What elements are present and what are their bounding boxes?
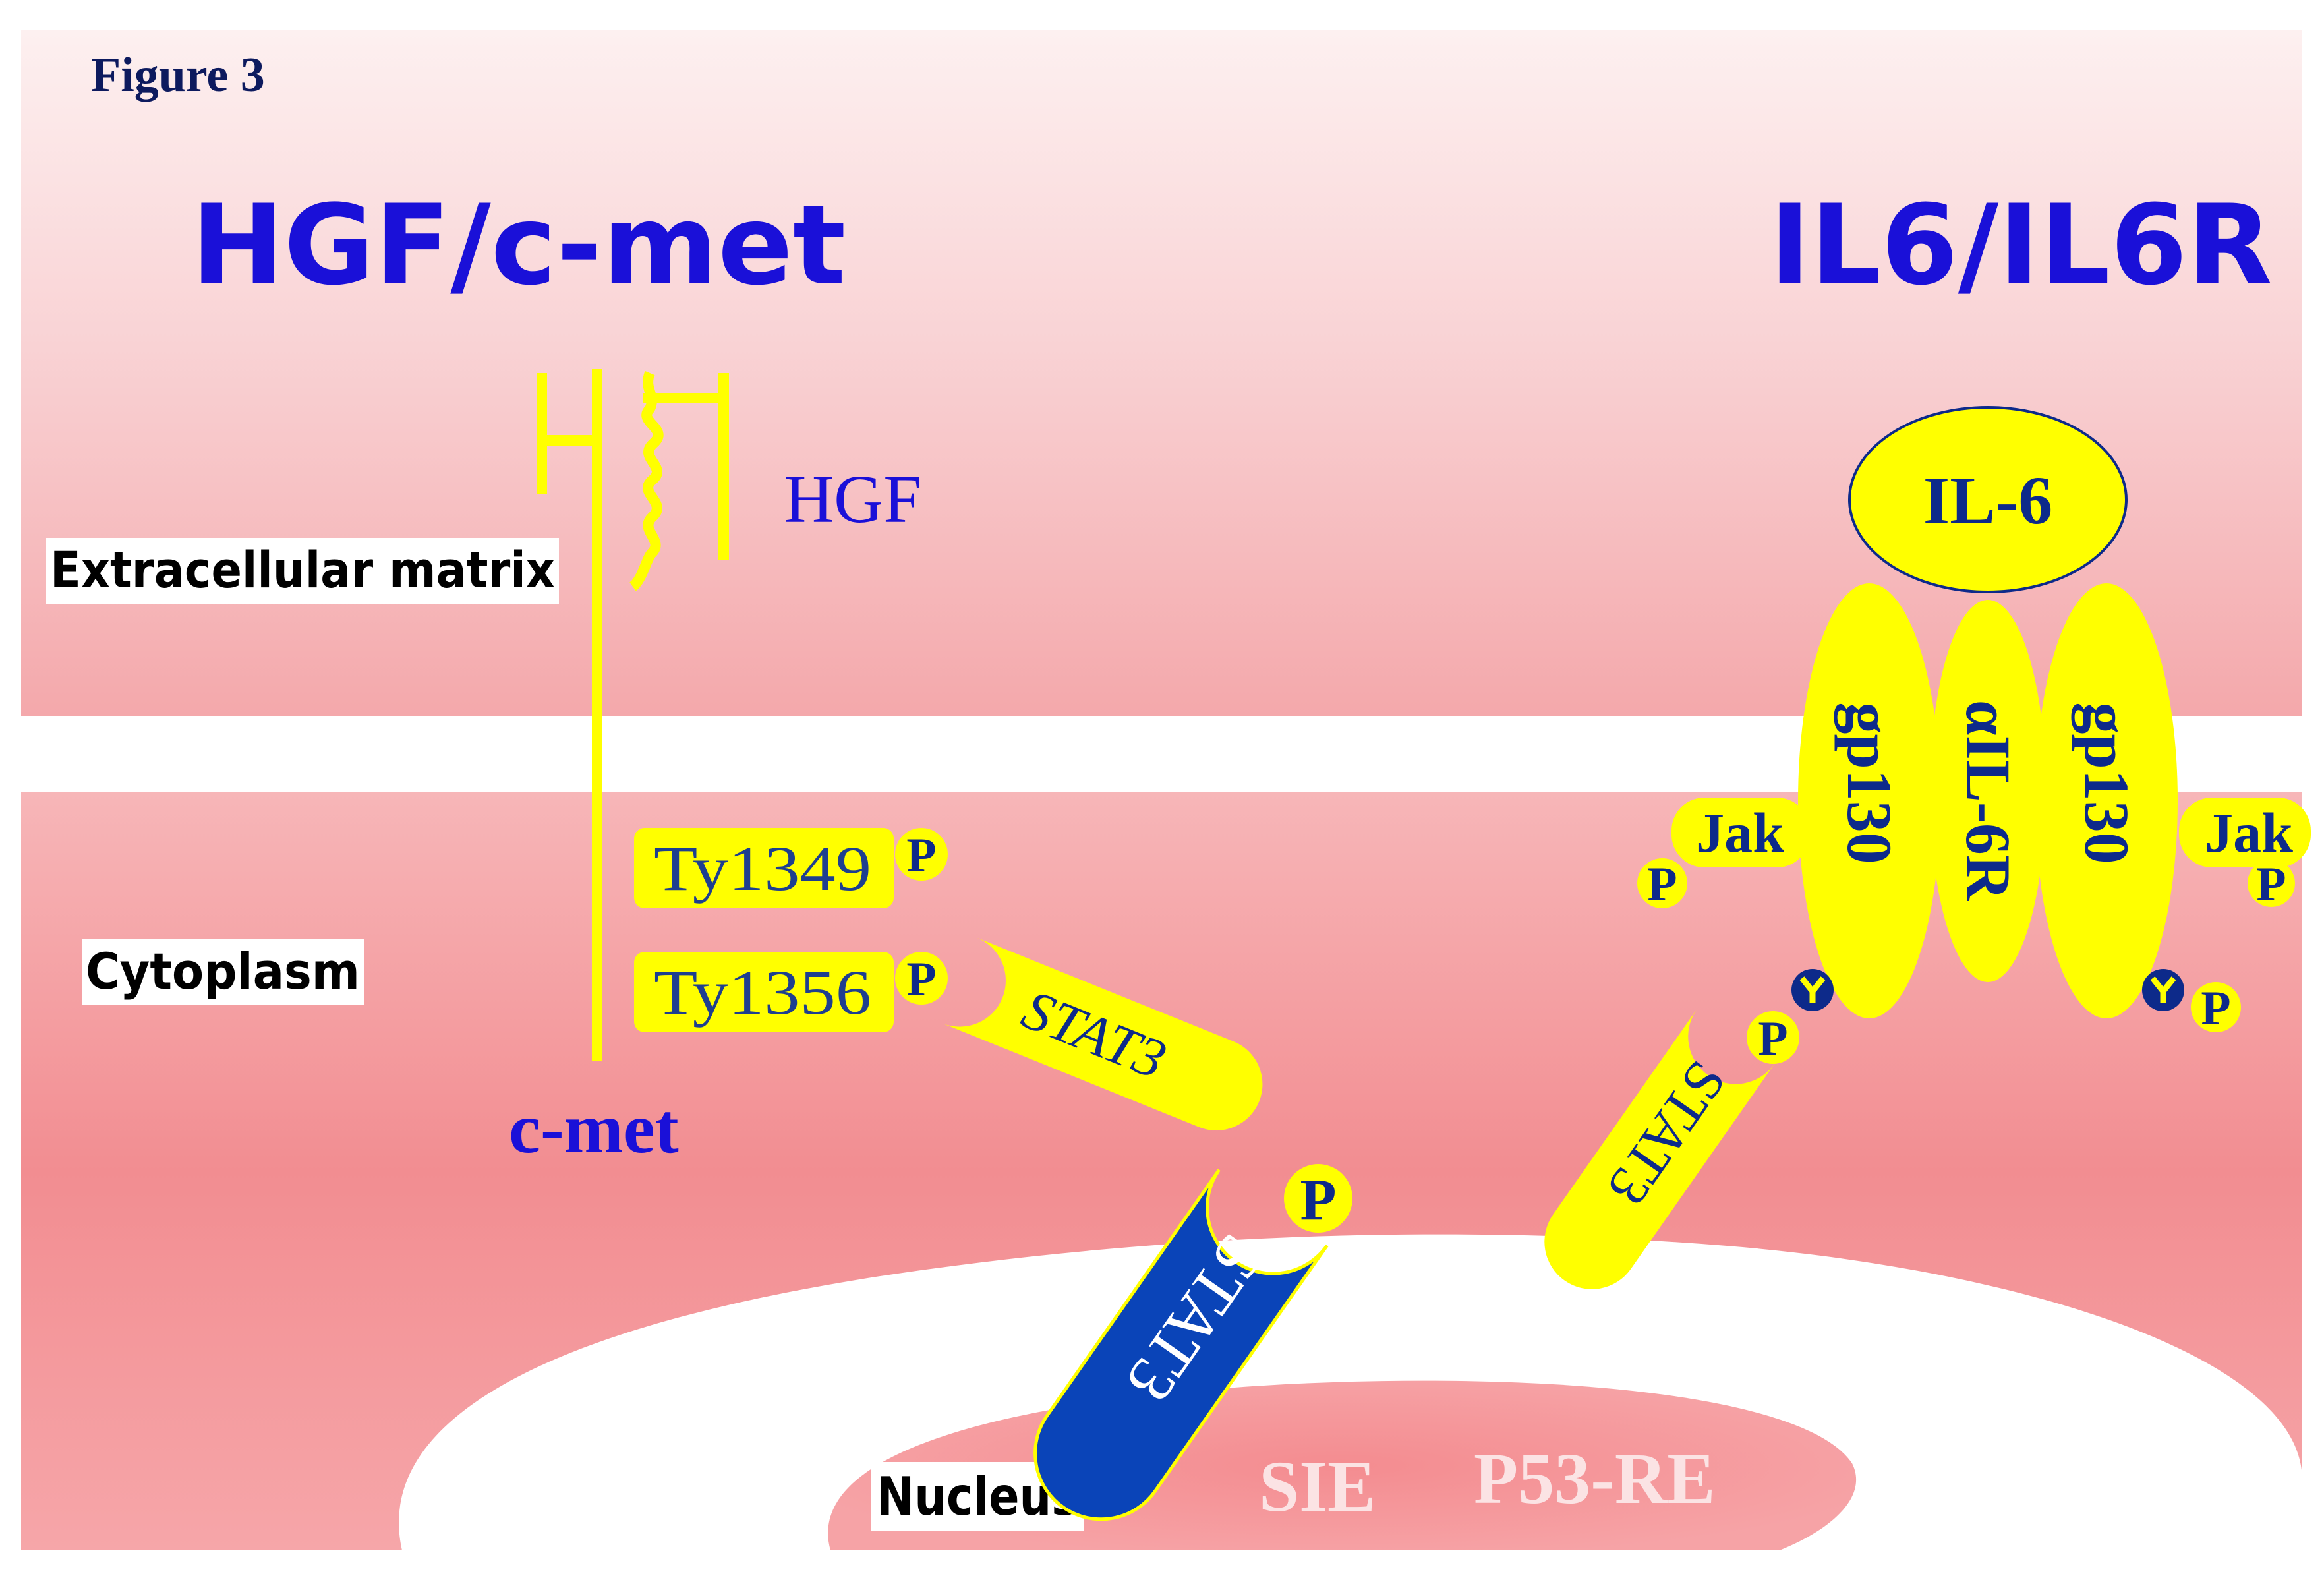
hgf-cmet-title: HGF/c-met [191,181,846,310]
hgf-ligand [629,370,729,591]
p53-re-element: P53-RE [1474,1438,1716,1519]
jak-left-label: Jak [1696,801,1784,864]
il6-il6r-title: IL6/IL6R [1769,181,2273,310]
cytoplasm-label-box [82,939,364,1005]
cmet-label: c-met [509,1090,679,1168]
hgf-label: HGF [784,461,921,537]
figure-label: Figure 3 [91,48,265,102]
gp130-right-phospho: P [2201,981,2230,1036]
ty1356-phospho-dot [895,952,948,1005]
ty1349-site [634,828,894,908]
ty1349-phospho-dot [895,828,948,881]
sie-element: SIE [1259,1446,1376,1527]
ty1349-phospho: P [906,829,936,883]
ty1356-label: Ty1356 [654,957,871,1028]
extracellular-region [21,30,2302,716]
jak-left-phospho-dot [1637,858,1687,908]
gp130-left-phospho-dot [1747,1011,1799,1064]
jak-right-phospho-dot [2248,860,2295,907]
jak-right-phospho: P [2256,858,2286,912]
gp130-right-phospho-dot [2191,982,2241,1032]
gp130-right-tyrosine-icon [2142,969,2184,1011]
ty1349-label: Ty1349 [654,833,871,904]
alpha-il6r-label: αIL-6R [1953,700,2023,902]
nuclear-stat3-phospho: P [1300,1167,1337,1233]
gp130-right [2035,583,2178,1018]
gp130-left-label: gp130 [1834,702,1905,864]
gp130-right-label: gp130 [2072,702,2142,864]
jak-left-phospho: P [1647,858,1677,912]
il6-ligand [1848,406,2128,593]
il6-ligand-label: IL-6 [1923,463,2052,539]
cytoplasm-label: Cytoplasm [86,942,360,1001]
jak-left [1671,798,1810,867]
bottom-margin [0,1550,2324,1582]
alpha-il6r [1930,600,2046,982]
gp130-left [1798,583,1940,1018]
nuclear-stat3-phospho-dot [1284,1164,1352,1233]
jak-right [2179,798,2311,867]
extracellular-label: Extracellular matrix [50,541,555,599]
gp130-left-phospho: P [1758,1012,1787,1066]
jak-right-label: Jak [2205,801,2293,864]
gp130-left-tyrosine-icon [1791,969,1834,1011]
extracellular-label-box [46,538,559,604]
cmet-receptor [537,369,602,1061]
ty1356-site [634,952,894,1032]
ty1356-phospho: P [906,952,936,1007]
